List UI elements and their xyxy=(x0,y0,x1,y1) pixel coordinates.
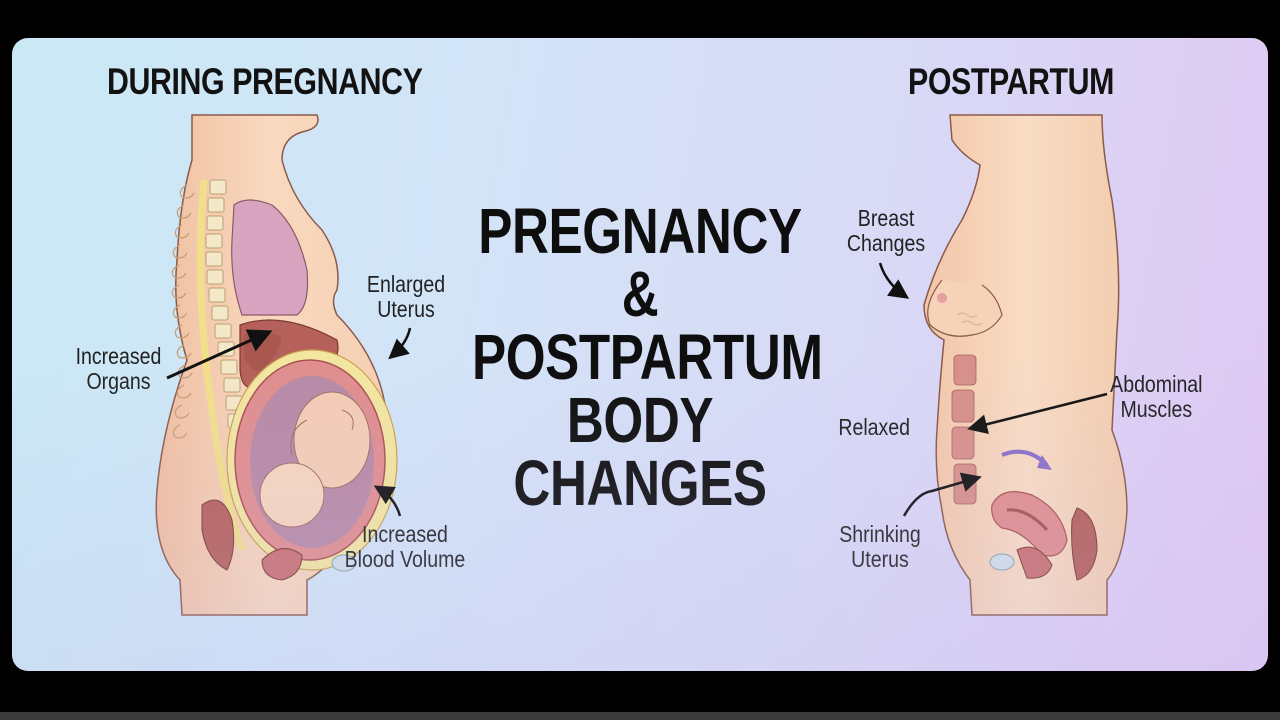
title-line-body: BODY xyxy=(566,384,714,456)
title-line-ampersand: & xyxy=(621,258,659,330)
bottom-edge xyxy=(0,712,1280,720)
title-line-changes: CHANGES xyxy=(513,447,767,519)
pregnant-body-illustration xyxy=(155,114,398,616)
label-abdominal-muscles: Abdominal Muscles xyxy=(1110,371,1203,422)
infographic-card: DURING PREGNANCY POSTPARTUM xyxy=(12,38,1268,671)
postpartum-heading: POSTPARTUM xyxy=(908,61,1115,102)
label-enlarged-uterus: Enlarged Uterus xyxy=(366,271,446,322)
main-title: PREGNANCY & POSTPARTUM BODY CHANGES xyxy=(472,195,823,519)
label-increased-blood-volume: Increased Blood Volume xyxy=(344,521,466,572)
title-line-pregnancy: PREGNANCY xyxy=(478,195,802,267)
annotation-arrows xyxy=(166,262,1108,517)
label-shrinking-uterus: Shrinking Uterus xyxy=(839,521,921,572)
label-relaxed: Relaxed xyxy=(838,414,911,440)
label-breast-changes: Breast Changes xyxy=(846,205,926,256)
title-line-postpartum: POSTPARTUM xyxy=(472,321,823,393)
label-increased-organs: Increased Organs xyxy=(75,343,162,394)
during-pregnancy-heading: DURING PREGNANCY xyxy=(107,61,423,102)
